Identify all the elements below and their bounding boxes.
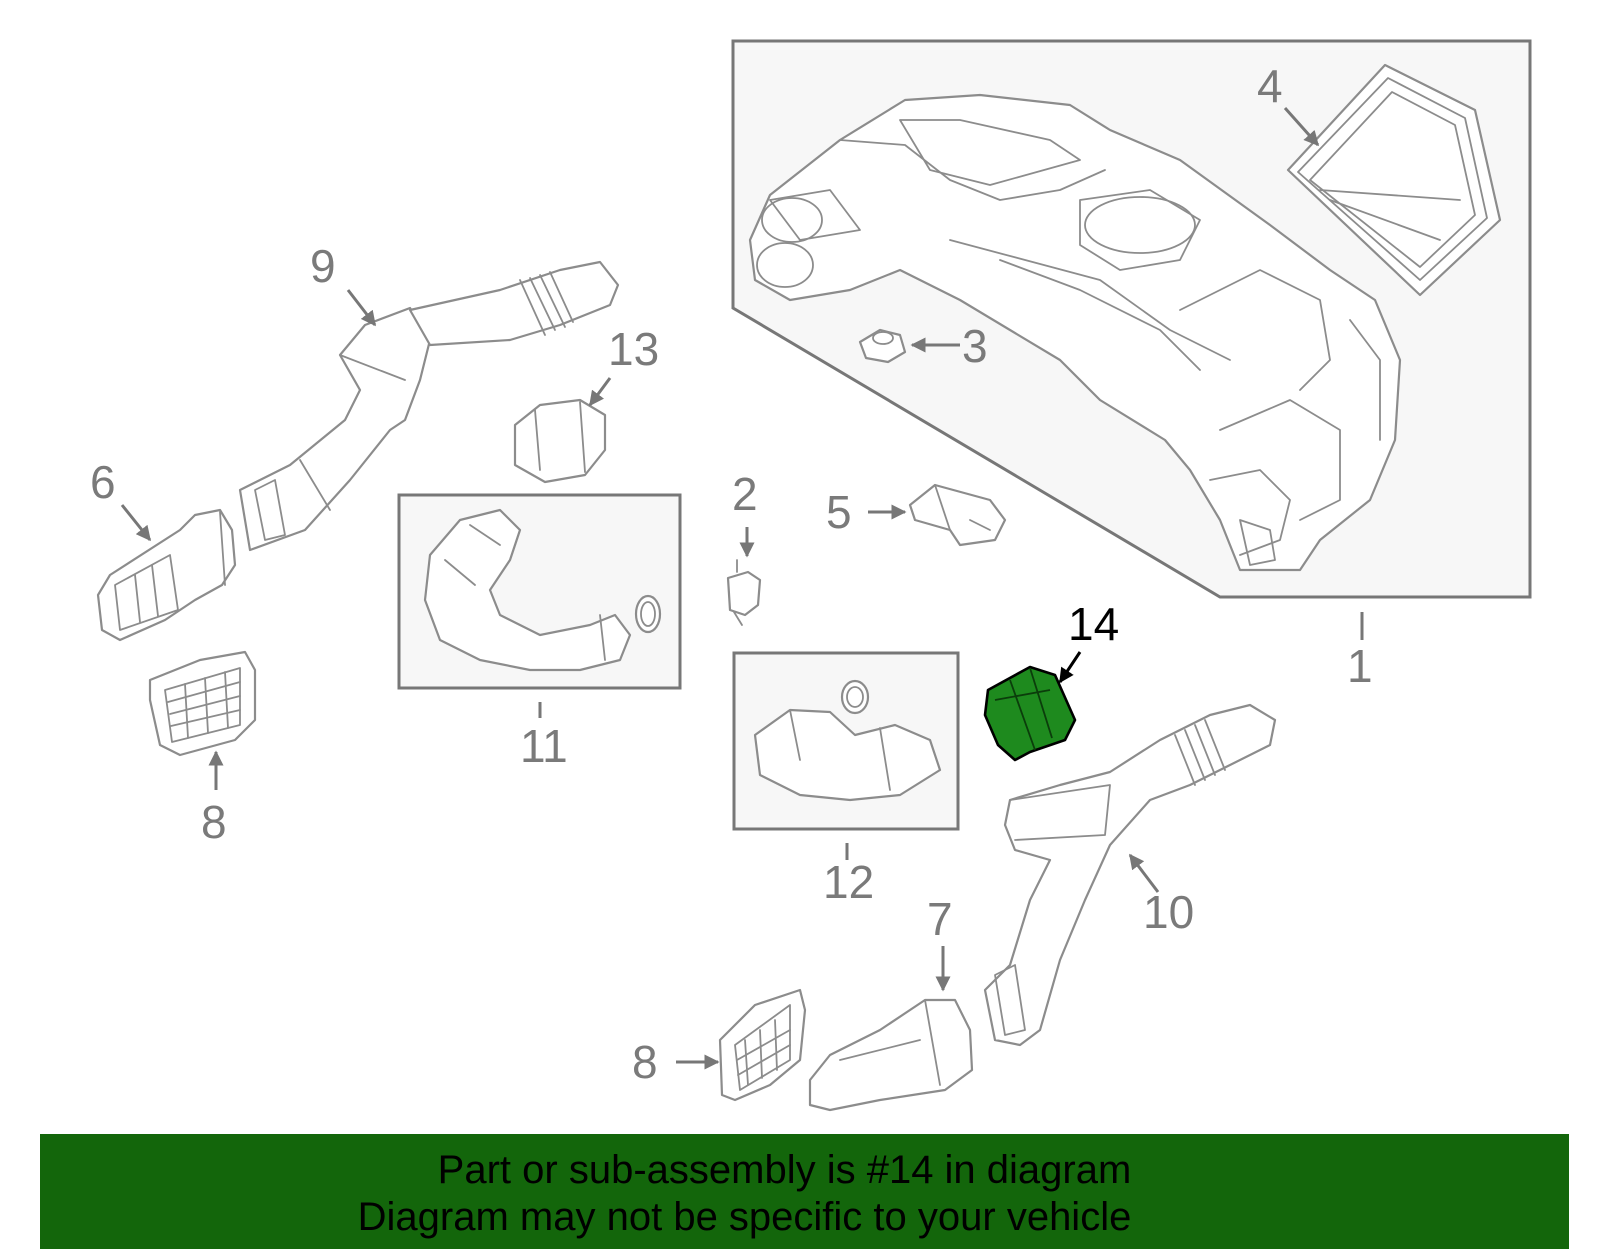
air-cleaner-housing[interactable] [748, 93, 1402, 572]
callout-2: 2 [732, 468, 758, 520]
air-inlet-duct[interactable] [96, 508, 237, 642]
leader-lines [120, 107, 1364, 1070]
banner-line-2: Diagram may not be specific to your vehi… [357, 1195, 1132, 1239]
callout-14: 14 [1068, 598, 1119, 650]
highlighted-part-14[interactable] [983, 665, 1077, 762]
callout-5: 5 [826, 486, 852, 538]
temperature-sensor[interactable] [726, 559, 762, 626]
callout-8-lower: 8 [632, 1036, 658, 1088]
callout-7: 7 [927, 893, 953, 945]
air-inlet-grille-lower[interactable] [718, 988, 807, 1102]
banner-line-1: Part or sub-assembly is #14 in diagram [437, 1148, 1132, 1192]
intake-duct-upper-left[interactable] [238, 260, 620, 552]
callout-labels: 1 2 3 4 5 6 7 8 8 9 10 11 12 13 14 [90, 60, 1373, 1088]
callout-13: 13 [608, 323, 659, 375]
callout-10: 10 [1143, 886, 1194, 938]
callout-12: 12 [823, 856, 874, 908]
lower-air-duct[interactable] [808, 998, 974, 1112]
intake-hose-kit-11-group [397, 493, 682, 690]
air-filter-element[interactable] [1286, 63, 1502, 297]
intake-hose-kit-11[interactable] [423, 508, 662, 672]
intake-hose-kit-12[interactable] [753, 679, 942, 802]
callout-9: 9 [310, 240, 336, 292]
callout-6: 6 [90, 456, 116, 508]
info-banner: Part or sub-assembly is #14 in diagram D… [40, 1134, 1569, 1249]
callout-11: 11 [520, 720, 568, 772]
callout-3: 3 [962, 320, 988, 372]
air-inlet-grille-upper[interactable] [148, 650, 257, 757]
mass-airflow-sensor[interactable] [908, 483, 1007, 547]
intake-hose-kit-12-group [732, 651, 960, 831]
callout-8-upper: 8 [201, 796, 227, 848]
callout-4: 4 [1257, 60, 1283, 112]
intake-boot[interactable] [513, 398, 607, 484]
intake-duct-lower-right[interactable] [983, 703, 1277, 1047]
callout-1: 1 [1347, 640, 1373, 692]
hex-nut[interactable] [858, 328, 907, 364]
